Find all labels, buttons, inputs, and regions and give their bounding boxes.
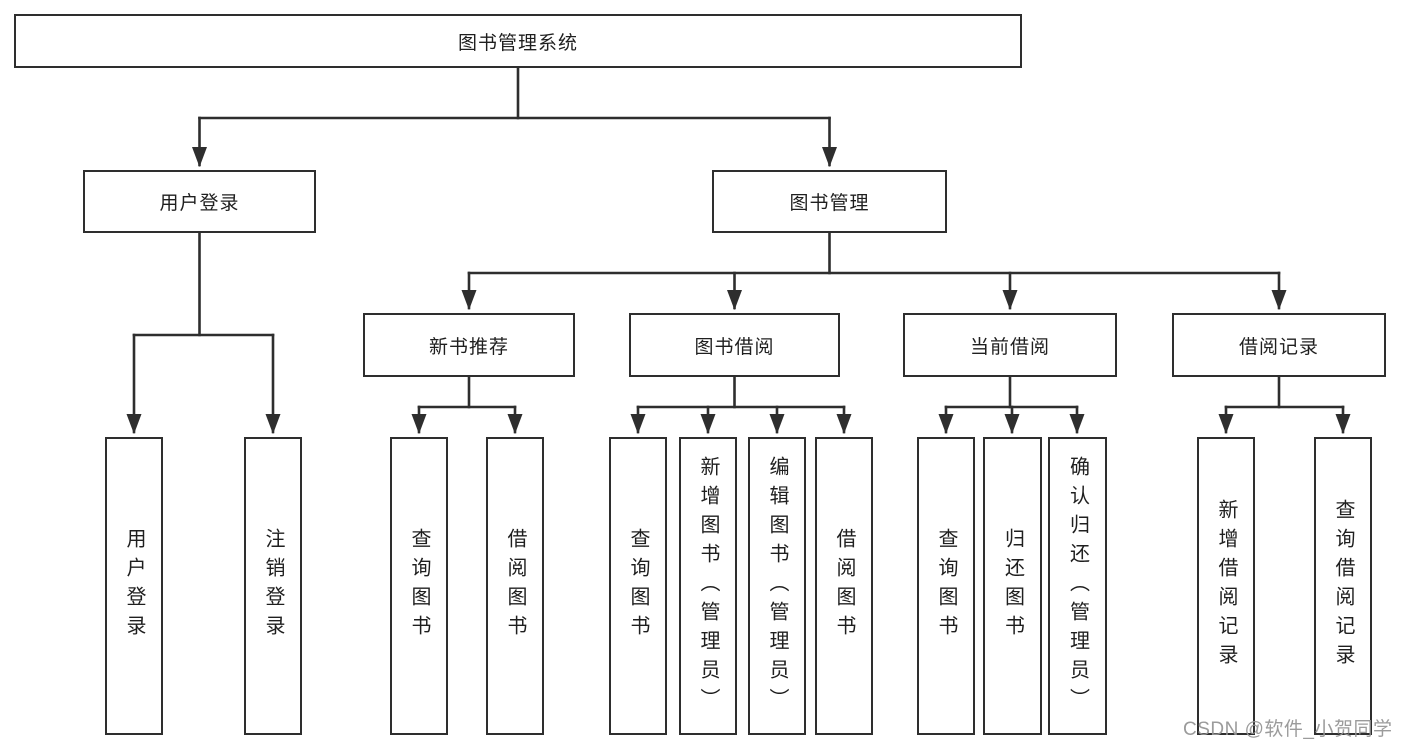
leaf-query-books-current-label: 查询图书 (935, 528, 957, 644)
edges-new-book-recommend (411, 375, 523, 434)
leaf-add-books-admin: 新增图书（管理员） (679, 437, 737, 735)
leaf-edit-books-admin-label: 编辑图书（管理员） (766, 455, 788, 717)
leaf-logout-label: 注销登录 (262, 528, 284, 644)
leaf-user-login-label: 用户登录 (123, 528, 145, 644)
edges-current-borrow (938, 375, 1085, 434)
csdn-watermark: CSDN @软件_小贺同学 (1183, 719, 1393, 740)
node-user-login-label: 用户登录 (159, 193, 240, 214)
node-book-management-label: 图书管理 (789, 193, 870, 214)
leaf-add-books-admin-label: 新增图书（管理员） (697, 455, 719, 717)
node-book-management: 图书管理 (712, 170, 947, 233)
leaf-logout: 注销登录 (244, 437, 302, 735)
leaf-add-borrow-record: 新增借阅记录 (1197, 437, 1255, 735)
node-user-login: 用户登录 (83, 170, 316, 233)
edges-user-login (126, 231, 281, 434)
node-root: 图书管理系统 (14, 14, 1022, 68)
node-book-borrow: 图书借阅 (629, 313, 840, 377)
node-current-borrow-label: 当前借阅 (969, 336, 1050, 358)
leaf-borrow-books-recommend: 借阅图书 (486, 437, 544, 735)
leaf-query-books-recommend: 查询图书 (390, 437, 448, 735)
leaf-confirm-return-admin-label: 确认归还（管理员） (1066, 455, 1089, 717)
edges-book-management (461, 231, 1287, 310)
leaf-return-books: 归还图书 (983, 437, 1042, 735)
leaf-return-books-label: 归还图书 (1001, 528, 1024, 644)
leaf-borrow-books: 借阅图书 (815, 437, 873, 735)
node-borrow-records-label: 借阅记录 (1238, 336, 1319, 358)
leaf-borrow-books-label: 借阅图书 (833, 528, 855, 644)
leaf-add-borrow-record-label: 新增借阅记录 (1215, 499, 1237, 673)
leaf-query-borrow-record: 查询借阅记录 (1314, 437, 1372, 735)
leaf-query-books-current: 查询图书 (917, 437, 975, 735)
leaf-query-books-recommend-label: 查询图书 (408, 528, 430, 644)
leaf-borrow-books-recommend-label: 借阅图书 (504, 528, 526, 644)
edges-root (192, 64, 837, 167)
leaf-edit-books-admin: 编辑图书（管理员） (748, 437, 806, 735)
node-current-borrow: 当前借阅 (903, 313, 1117, 377)
node-new-book-recommend-label: 新书推荐 (428, 336, 509, 358)
node-book-borrow-label: 图书借阅 (694, 336, 775, 358)
node-root-label: 图书管理系统 (457, 32, 578, 54)
edges-book-borrow (630, 375, 852, 434)
leaf-confirm-return-admin: 确认归还（管理员） (1048, 437, 1107, 735)
node-new-book-recommend: 新书推荐 (363, 313, 575, 377)
node-borrow-records: 借阅记录 (1172, 313, 1386, 377)
leaf-query-borrow-record-label: 查询借阅记录 (1332, 499, 1354, 673)
leaf-user-login: 用户登录 (105, 437, 163, 735)
edges-borrow-records (1218, 375, 1351, 434)
leaf-query-books-borrow: 查询图书 (609, 437, 667, 735)
leaf-query-books-borrow-label: 查询图书 (627, 528, 649, 644)
